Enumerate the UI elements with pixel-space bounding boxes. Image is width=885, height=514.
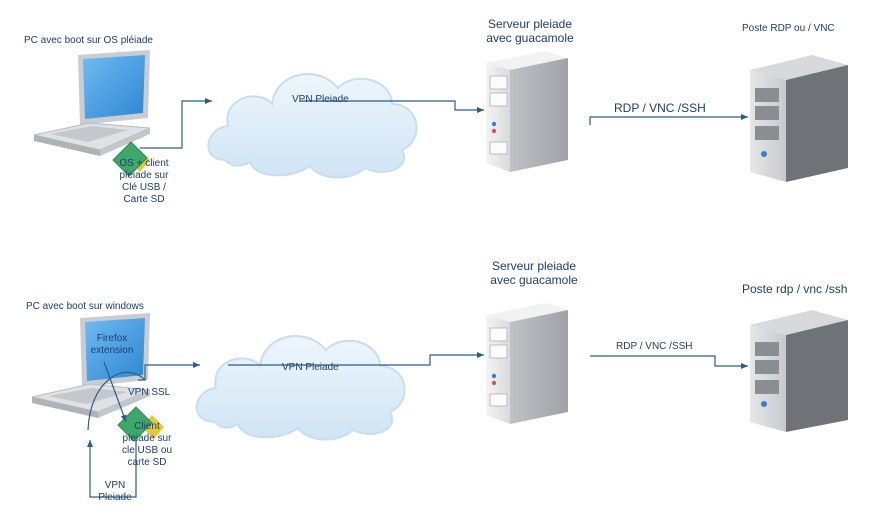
vpn-connector-line <box>228 352 484 366</box>
vpn-loop-label-line: VPN <box>104 480 126 491</box>
server-label: Serveur pleiade avec guacamole <box>474 259 594 288</box>
remote-label: Poste rdp / vnc /ssh <box>742 282 848 296</box>
vpn-connector-line <box>138 362 200 381</box>
server-label-line: Serveur pleiade <box>491 259 577 273</box>
laptop-icon <box>33 50 151 156</box>
firefox-label-line: extension <box>90 345 134 356</box>
vpn-ssl-curve <box>87 371 146 431</box>
cloud-icon <box>207 73 418 179</box>
protocol-connector-line <box>589 114 748 125</box>
server-label: Serveur pleiade avec guacamole <box>470 17 590 46</box>
protocol-connector-line <box>590 355 748 369</box>
usb-label-line: OS + client <box>119 158 169 169</box>
vpn-label: VPN Pleiade <box>282 362 339 373</box>
server-label-line: avec guacamole <box>486 31 574 46</box>
server-icon <box>486 303 568 424</box>
vpn-loop-label: VPN Pleiade <box>90 480 140 504</box>
usb-label-line: carte SD <box>127 457 167 468</box>
usb-label-line: Carte SD <box>123 194 165 205</box>
remote-label: Poste RDP ou / VNC <box>742 23 835 34</box>
pc-label: PC avec boot sur OS pléiade <box>24 35 153 46</box>
protocol-label: RDP / VNC /SSH <box>614 101 706 115</box>
server-label-line: avec guacamole <box>490 273 578 288</box>
vpn-connector-line <box>300 100 484 113</box>
vpn-loop-label-line: Pleiade <box>98 492 132 503</box>
laptop-icon <box>31 313 151 418</box>
protocol-label: RDP / VNC /SSH <box>616 341 693 352</box>
cloud-icon <box>195 335 406 441</box>
vpn-ssl-label: VPN SSL <box>128 387 171 398</box>
firefox-label-line: Firefox <box>96 333 128 344</box>
usb-key-icon <box>117 406 164 442</box>
vpn-connector-line <box>140 98 212 149</box>
firefox-extension-label: Firefox extension <box>82 333 142 357</box>
usb-label-line: Client <box>134 421 160 432</box>
usb-label: Client pleiade sur cle USB ou carte SD <box>112 421 182 469</box>
server-label-line: Serveur pleiade <box>487 17 573 31</box>
server-icon <box>750 55 848 182</box>
usb-label-line: cle USB ou <box>121 445 173 456</box>
usb-label-line: pleiade sur <box>122 433 172 444</box>
pc-label: PC avec boot sur windows <box>26 301 144 312</box>
server-icon <box>750 310 848 432</box>
extension-connector-line <box>103 361 127 423</box>
usb-key-icon <box>112 141 150 177</box>
vpn-loop-line <box>87 440 137 498</box>
server-icon <box>486 51 568 172</box>
usb-label-line: Clé USB / <box>122 182 166 193</box>
usb-label: OS + client pleiade sur Clé USB / Carte … <box>108 158 180 206</box>
usb-label-line: pleiade sur <box>119 170 169 181</box>
vpn-label: VPN Pleiade <box>292 94 349 105</box>
